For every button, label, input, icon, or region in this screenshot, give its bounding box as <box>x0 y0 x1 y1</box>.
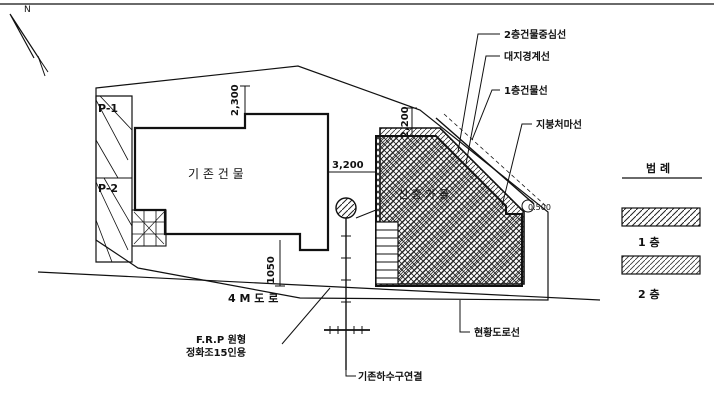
north-arrow-icon: N <box>9 5 49 77</box>
dim-text-1050: 1050 <box>266 256 277 284</box>
label-extension-building: 신 증 가 물 <box>398 188 449 201</box>
leader-lines <box>281 33 532 377</box>
dim-text-3200: 3,200 <box>332 160 364 171</box>
dim-text-2200: 2,200 <box>400 106 411 138</box>
svg-text:N: N <box>24 5 31 15</box>
stair-left <box>131 209 167 247</box>
parking-area <box>95 95 133 263</box>
label-site-boundary-line: 대지경계선 <box>504 50 550 63</box>
label-roof-eave-line: 지붕처마선 <box>536 118 582 131</box>
label-existing-building: 기 존 건 물 <box>188 167 244 181</box>
dim-text-0500: 0.500 <box>528 203 551 212</box>
site-boundary-line <box>95 65 549 301</box>
eave-lines <box>435 113 547 213</box>
legend-item1: 1 층 <box>638 235 660 249</box>
legend-item2: 2 층 <box>638 287 660 301</box>
label-p1: P-1 <box>98 102 118 115</box>
label-road-4m: 4 M 도 로 <box>228 292 278 305</box>
sewer-line <box>324 209 377 370</box>
dimension-1050 <box>275 240 285 287</box>
existing-building <box>133 112 330 252</box>
label-floor2-center-line: 2층건물중심선 <box>504 28 566 41</box>
label-floor1-building-line: 1층건물선 <box>504 84 548 97</box>
road-edge-line <box>37 271 601 301</box>
dim-text-2300: 2,300 <box>230 84 241 116</box>
septic-tank-icon <box>335 197 357 219</box>
label-current-road-line: 현황도로선 <box>474 326 520 339</box>
legend-swatch-floor2 <box>621 255 701 275</box>
legend: 범 례 1 층 2 층 <box>621 161 702 301</box>
label-p2: P-2 <box>98 182 118 195</box>
dimension-2300 <box>240 85 250 114</box>
legend-title: 범 례 <box>646 161 670 175</box>
first-floor-area <box>375 135 523 287</box>
stair-right <box>375 221 399 285</box>
legend-swatch-floor1 <box>621 207 701 227</box>
label-sewer-link: 기존하수구연결 <box>358 370 422 383</box>
label-frp-line2: 정화조15인용 <box>186 346 246 359</box>
label-frp-line1: F.R.P 원형 <box>196 333 246 346</box>
